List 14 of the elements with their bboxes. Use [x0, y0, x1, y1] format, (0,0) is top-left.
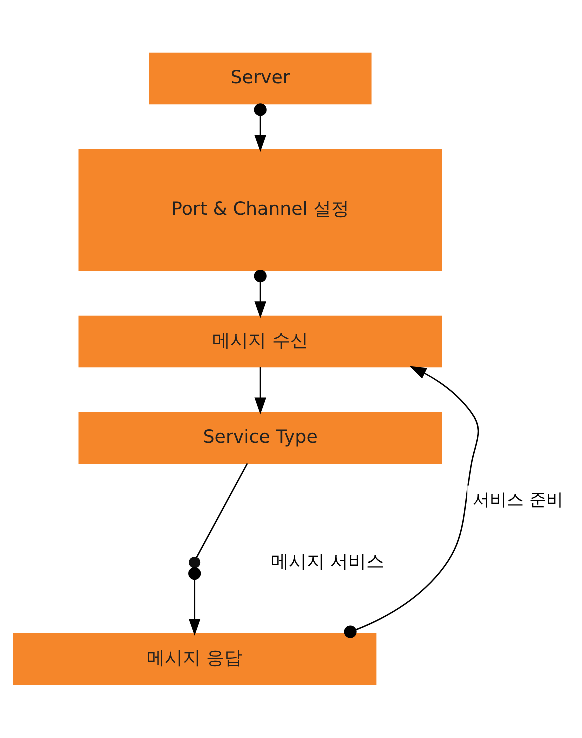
edge-label: 서비스 준비 — [473, 490, 564, 510]
connector — [196, 463, 248, 558]
node-box: 메시지 수신 — [78, 316, 442, 368]
node-circle — [189, 556, 201, 568]
node-box: Port & Channel 설정 — [78, 149, 442, 272]
node-box: 메시지 응답 — [13, 633, 377, 686]
node-box: Server — [149, 52, 372, 105]
arrow — [254, 104, 267, 152]
label: 메시지 서비스 — [270, 551, 385, 572]
node-box: Service Type — [78, 412, 442, 464]
arrow — [188, 567, 202, 636]
arrow — [344, 366, 480, 638]
arrow — [254, 367, 266, 415]
arrow — [254, 270, 267, 318]
